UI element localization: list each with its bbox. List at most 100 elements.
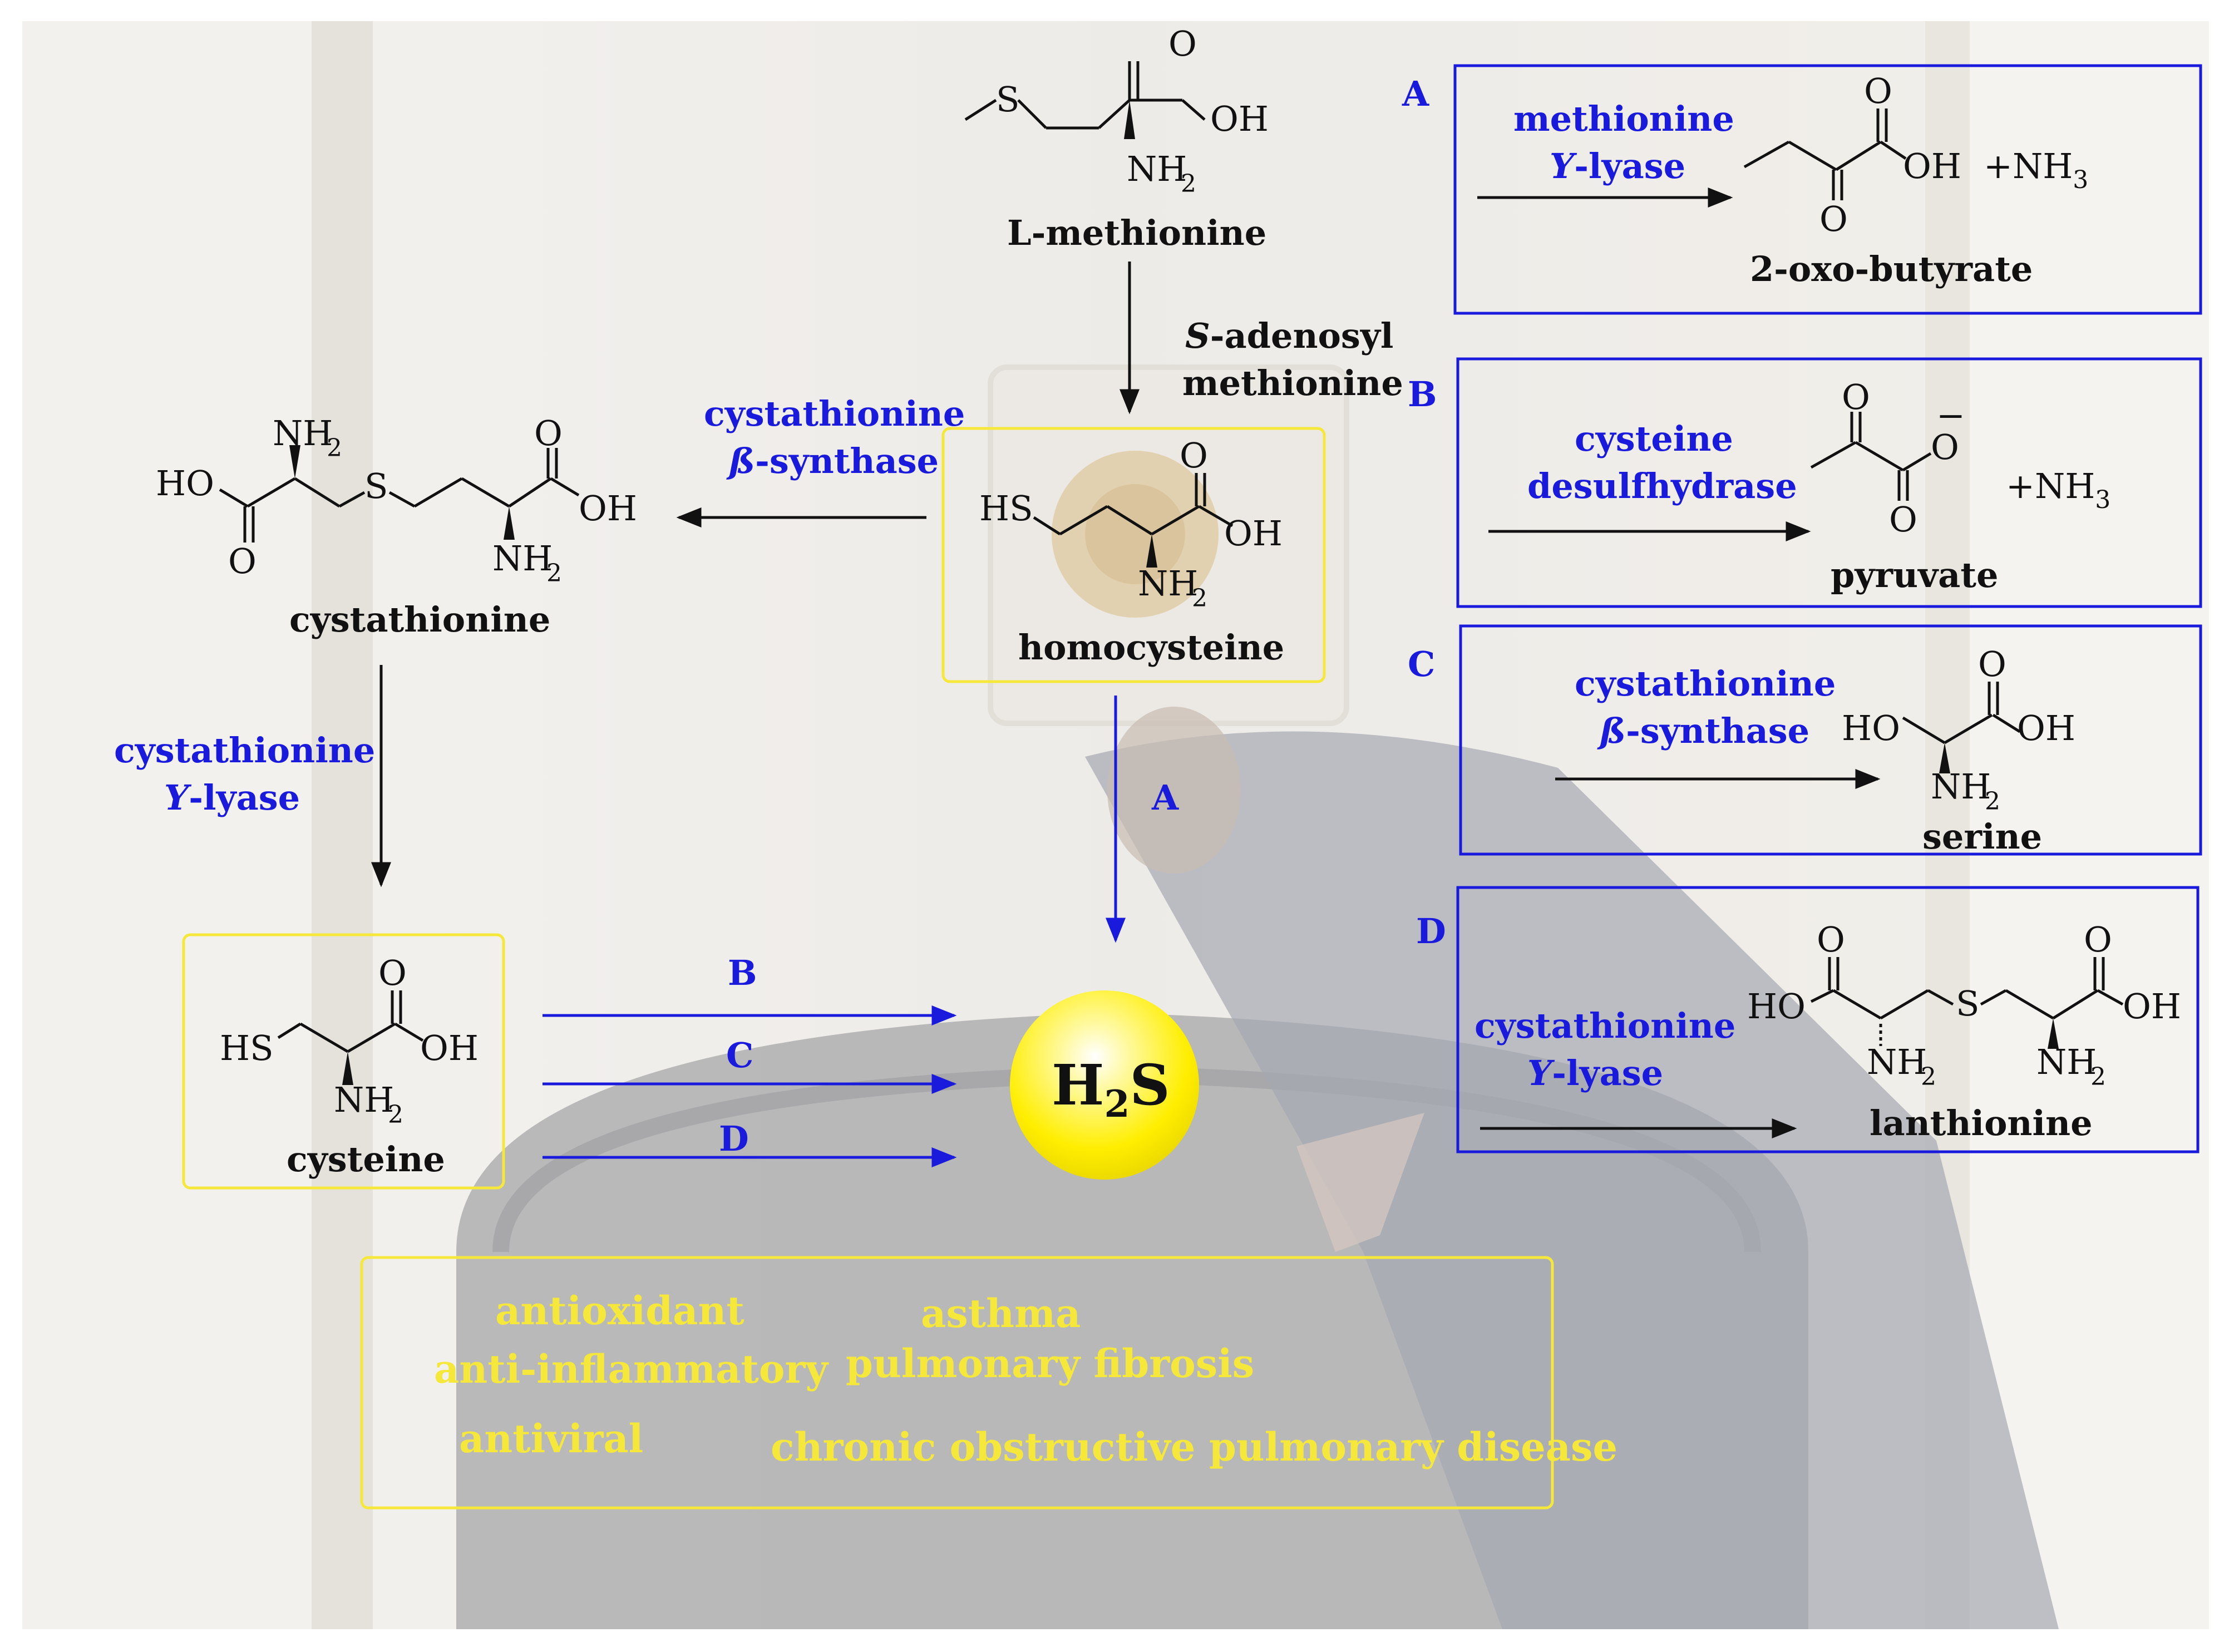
lanthionine-o-right: O [2084,919,2112,960]
serine-nh-sub: 2 [1985,787,2000,816]
panel-b-nh3: +NH3 [2006,466,2110,514]
enzyme-cgl-line2: Y-lyase [164,777,300,818]
panel-c-letter: C [1408,644,1435,684]
homocysteine-highlight-box [941,427,1326,683]
cysteine-nh: NH [334,1079,394,1120]
pathway-label-a: A [1151,777,1179,818]
enzyme-cgl-line1: cystathionine [114,730,375,771]
cysteine-nh-sub: 2 [388,1101,403,1129]
effect-anti-inflammatory: anti-inflammatory [434,1346,829,1392]
panel-b-enzyme-line2: desulfhydrase [1527,466,1797,506]
panel-d-enzyme-line2: Y-lyase [1527,1053,1663,1093]
pyruvate-o-top: O [1842,377,1870,417]
label-cysteine: cysteine [287,1139,445,1180]
molecule-l-methionine [964,61,1206,139]
background-photo [22,21,2209,1629]
panel-d [1456,886,2200,1153]
lanthionine-s: S [1956,983,1979,1024]
cystathionine-nh-bottom-sub: 2 [546,559,562,588]
panel-a-enzyme-line2: Y-lyase [1550,146,1685,186]
molecule-2-oxo-butyrate [1743,109,1907,200]
homocysteine-nh-sub: 2 [1192,584,1207,613]
cysteine-hs: HS [220,1028,274,1068]
panel-a-enzyme-line1: methionine [1513,98,1734,139]
panel-b [1456,357,2202,608]
panel-d-letter: D [1416,911,1446,951]
panel-b-letter: B [1408,374,1437,415]
serine-nh: NH [1931,766,1991,807]
effect-copd: chronic obstructive pulmonary disease [771,1424,1617,1470]
panel-a-nh3: +NH3 [1984,146,2088,194]
methionine-s: S [996,79,1019,120]
oxobutyrate-o-bottom: O [1819,199,1848,239]
panel-a [1453,64,2202,315]
pyruvate-charge: − [1936,395,1965,436]
molecule-serine [1902,682,2021,773]
panel-c [1459,624,2202,856]
oxobutyrate-o-top: O [1864,71,1892,111]
cystathionine-ho: HO [156,463,214,504]
serine-ho: HO [1842,708,1900,748]
effect-pulmonary-fibrosis: pulmonary fibrosis [846,1340,1254,1387]
homocysteine-nh: NH [1138,563,1198,604]
molecule-cysteine [277,990,424,1085]
cystathionine-s: S [364,466,388,506]
serine-o: O [1978,644,2006,684]
label-homocysteine: homocysteine [1018,627,1284,668]
panel-b-enzyme-line1: cysteine [1575,418,1733,459]
label-2-oxo-butyrate: 2-oxo-butyrate [1750,249,2033,289]
enzyme-sam-line1: S-adenosyl [1185,315,1393,356]
panel-c-enzyme-line1: cystathionine [1575,663,1836,704]
methionine-oh: OH [1210,98,1269,139]
lanthionine-ho: HO [1747,986,1806,1027]
serine-oh: OH [2017,708,2075,748]
lanthionine-nh-right: NH [2036,1042,2097,1082]
methionine-nh-sub: 2 [1181,170,1196,198]
enzyme-cbs-line1: cystathionine [704,393,965,434]
cysteine-oh: OH [420,1028,479,1068]
cystathionine-nh-top: NH [273,413,333,453]
lanthionine-o-left: O [1817,919,1845,960]
panel-c-enzyme-line2: ß-synthase [1597,711,1809,751]
lanthionine-oh: OH [2123,986,2181,1027]
methionine-o: O [1168,23,1197,64]
enzyme-cbs-line2: ß-synthase [726,441,939,481]
molecule-homocysteine [1033,473,1234,568]
cystathionine-o-right: O [534,413,563,453]
pathway-label-c: C [726,1035,753,1076]
cystathionine-nh-bottom: NH [492,538,553,579]
panel-a-letter: A [1402,73,1429,114]
homocysteine-oh: OH [1224,513,1283,554]
label-pyruvate: pyruvate [1831,555,1998,595]
effect-antioxidant: antioxidant [495,1288,744,1334]
cystathionine-nh-top-sub: 2 [327,434,342,462]
enzyme-sam-line2: methionine [1182,363,1403,403]
molecule-cystathionine [219,445,580,543]
cysteine-o: O [378,953,407,993]
label-l-methionine: L-methionine [1007,213,1266,253]
label-serine: serine [1922,816,2042,857]
cysteine-highlight-box [182,933,505,1190]
cystathionine-o-left: O [228,541,257,581]
pathway-label-d: D [719,1118,749,1159]
homocysteine-o: O [1180,435,1208,476]
panel-d-enzyme-line1: cystathionine [1475,1005,1735,1046]
h2s-label: H2S [1052,1052,1170,1126]
label-lanthionine: lanthionine [1870,1103,2093,1143]
methionine-nh: NH [1127,149,1187,189]
effects-box [360,1256,1554,1510]
effect-antiviral: antiviral [459,1416,643,1462]
arrows-cysteine-to-h2s [543,1005,957,1167]
oxobutyrate-oh: OH [1903,146,1961,186]
lanthionine-nh-left-sub: 2 [1921,1063,1936,1091]
molecule-pyruvate [1810,412,1932,501]
label-cystathionine: cystathionine [289,599,550,640]
cystathionine-oh: OH [579,488,637,529]
pyruvate-o-minus: O [1931,427,1959,467]
h2s-sphere [1010,990,1199,1180]
pyruvate-o-bottom: O [1889,499,1917,540]
pathway-label-b: B [728,953,757,993]
lanthionine-nh-right-sub: 2 [2090,1063,2106,1091]
